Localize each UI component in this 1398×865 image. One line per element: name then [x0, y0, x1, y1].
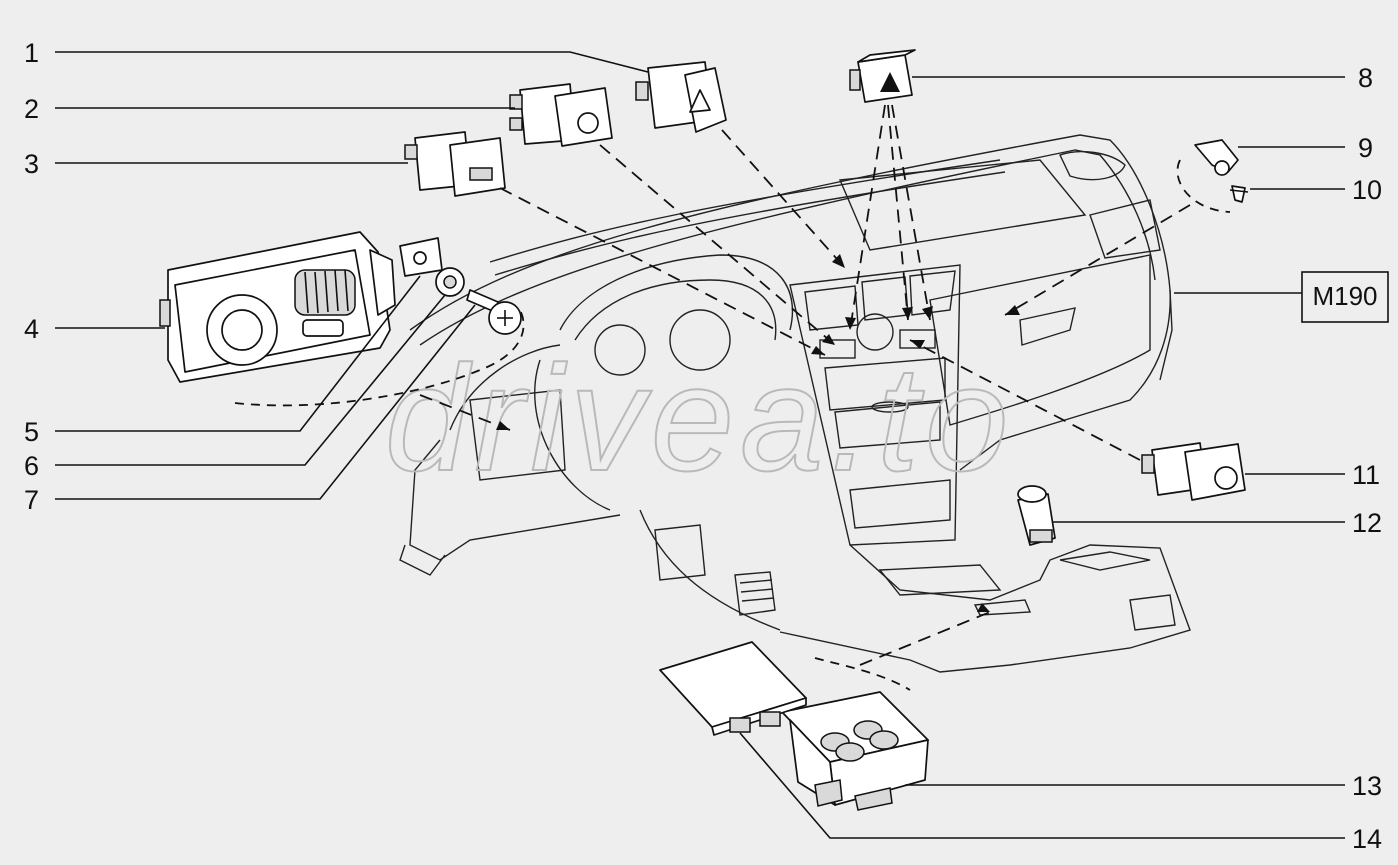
callout-2: 2: [24, 94, 39, 124]
code-box: M190: [1301, 271, 1389, 323]
callout-13: 13: [1352, 771, 1382, 801]
callout-14: 14: [1352, 824, 1382, 854]
part-14-blank-cover: [659, 641, 807, 736]
callout-1: 1: [24, 38, 39, 68]
callout-11: 11: [1352, 460, 1380, 490]
diagram-code: M190: [1312, 281, 1377, 311]
part-3-heated-rear-window-switch: [404, 131, 506, 197]
part-7-screw: [466, 289, 522, 335]
assembly-lines: [234, 104, 1231, 691]
watermark: drivea.to: [385, 334, 1014, 502]
callout-4: 4: [24, 314, 39, 344]
callout-8: 8: [1358, 63, 1373, 93]
callout-labels: 1 2 3 4 5 6 7 8 9 10 11 12 13 14: [24, 38, 1382, 854]
callout-9: 9: [1358, 133, 1373, 163]
callout-7: 7: [24, 485, 39, 515]
part-4-heater-control-panel: [159, 231, 396, 383]
leader-lines: [55, 51, 1345, 839]
arrowheads: [496, 72, 1020, 612]
callout-6: 6: [24, 451, 39, 481]
part-6-knob: [435, 267, 465, 297]
dashboard-illustration: [399, 134, 1191, 673]
part-11-switch: [1141, 442, 1246, 501]
callout-12: 12: [1352, 508, 1382, 538]
part-9-lamp-holder: [1194, 139, 1239, 176]
part-8-switch-blank: [849, 49, 916, 103]
callout-3: 3: [24, 149, 39, 179]
callout-5: 5: [24, 417, 39, 447]
callout-10: 10: [1352, 175, 1382, 205]
part-12-cigarette-lighter: [1017, 485, 1056, 546]
part-5-bracket: [399, 237, 443, 277]
part-13-window-switch-block: [781, 691, 929, 811]
part-2-switch: [509, 83, 613, 147]
part-10-screw: [1229, 185, 1249, 203]
part-1-hazard-switch: [635, 61, 727, 133]
